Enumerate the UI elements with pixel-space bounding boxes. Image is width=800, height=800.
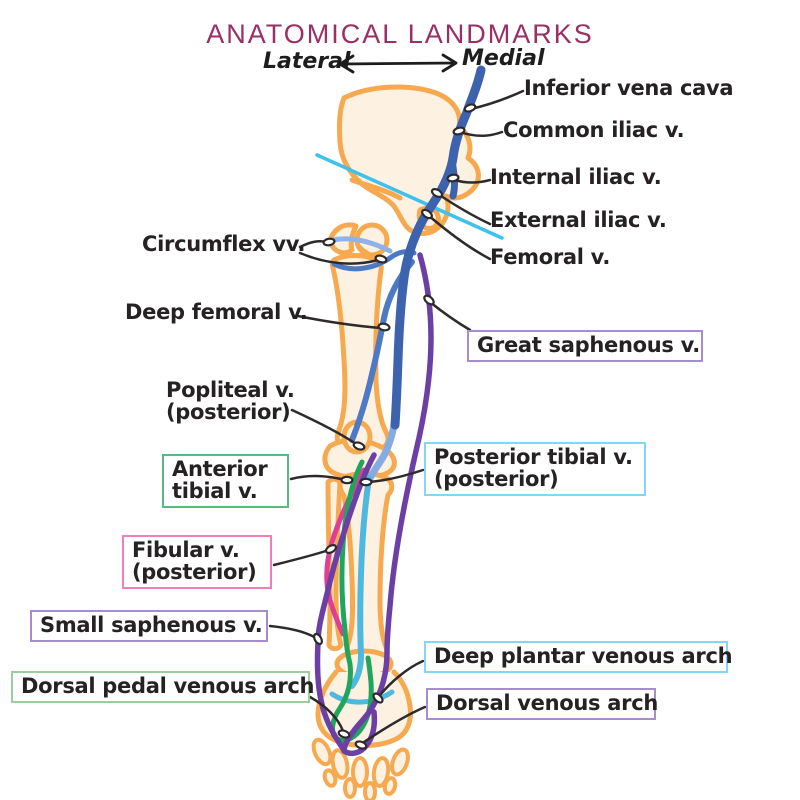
pin-circumflex-a [322, 237, 336, 247]
vein-deep-femoral [349, 259, 415, 443]
label-inferior-vena-cava: Inferior vena cava [524, 76, 734, 100]
pin-internal-iliac [446, 173, 460, 183]
pin-posterior-tibial [359, 477, 373, 487]
vein-deep-plantar-arch [329, 689, 395, 705]
pin-circumflex-b [374, 254, 388, 264]
leader-external-iliac [436, 192, 492, 226]
orientation-label-lateral: Lateral [263, 49, 351, 74]
leader-deep-plantar [378, 659, 425, 697]
label-posterior-tibial: Posterior tibial v. (posterior) [424, 442, 646, 496]
pin-external-iliac [430, 187, 444, 199]
label-small-saphenous: Small saphenous v. [30, 610, 268, 642]
vein-dorsal-venous-arch [341, 709, 378, 757]
page-title: ANATOMICAL LANDMARKS [206, 19, 594, 49]
leader-fibular [272, 548, 331, 567]
label-circumflex: Circumflex vv. [142, 232, 306, 256]
label-popliteal-line1: Popliteal v. [166, 378, 295, 402]
label-deep-femoral: Deep femoral v. [125, 300, 308, 324]
vein-great-saphenous [341, 252, 434, 753]
label-fibular-line1: Fibular v. [132, 538, 240, 562]
leader-dorsal-venous [362, 705, 427, 744]
pelvis-inner-line [349, 177, 403, 201]
vein-popliteal [365, 416, 399, 484]
label-internal-iliac: Internal iliac v. [490, 165, 662, 189]
label-common-iliac: Common iliac v. [503, 118, 685, 142]
pin-popliteal [352, 441, 366, 451]
leader-internal-iliac [453, 178, 492, 184]
label-anterior-tibial: Anterior tibial v. [162, 454, 289, 508]
label-dorsal-pedal: Dorsal pedal venous arch [11, 671, 314, 703]
label-posterior-tibial-line2: (posterior) [434, 467, 559, 491]
leader-small-saphenous [268, 624, 318, 640]
vein-anterior-tibial [330, 459, 374, 743]
label-fibular: Fibular v. (posterior) [122, 535, 272, 589]
label-dorsal-venous: Dorsal venous arch [426, 688, 658, 720]
lateral-medial-arrow-icon [338, 53, 458, 74]
leader-circumflex-b [298, 251, 380, 265]
vein-posterior-tibial [349, 475, 372, 689]
inguinal-ligament-line [315, 153, 504, 240]
pin-small-saphenous [312, 632, 324, 646]
label-anterior-tibial-line2: tibial v. [172, 479, 258, 503]
veins-group [314, 65, 504, 757]
pin-femoral [421, 208, 433, 220]
pin-markers-group [312, 103, 477, 750]
label-great-saphenous: Great saphenous v. [467, 330, 703, 362]
vein-ivc-iliac-femoral [390, 65, 486, 430]
label-popliteal-line2: (posterior) [166, 400, 291, 424]
pin-great-saphenous [423, 294, 435, 306]
pin-dorsal-pedal [337, 729, 351, 739]
pin-dorsal-venous [354, 740, 368, 750]
leader-common-iliac [458, 130, 504, 137]
pin-anterior-tibial [340, 475, 354, 485]
label-anterior-tibial-line1: Anterior [172, 457, 268, 481]
leader-femoral [426, 213, 492, 261]
pin-deep-femoral [377, 322, 391, 332]
leader-dorsal-pedal [308, 695, 345, 733]
leader-inferior-vena-cava [469, 89, 525, 111]
leader-deep-femoral [296, 314, 383, 330]
pin-common-iliac [452, 126, 466, 136]
label-fibular-line2: (posterior) [132, 560, 257, 584]
label-popliteal: Popliteal v. (posterior) [166, 379, 295, 423]
toe-bones [311, 737, 410, 800]
leader-great-saphenous [428, 300, 472, 332]
pin-deep-plantar [372, 692, 384, 704]
label-external-iliac: External iliac v. [490, 208, 667, 232]
pin-inferior-vena-cava [463, 103, 477, 113]
label-deep-plantar: Deep plantar venous arch [424, 641, 733, 673]
pin-fibular [324, 543, 338, 555]
label-femoral: Femoral v. [490, 245, 611, 269]
orientation-label-medial: Medial [462, 46, 545, 71]
leader-popliteal [290, 408, 358, 446]
label-posterior-tibial-line1: Posterior tibial v. [434, 445, 633, 469]
pelvis-bone [337, 84, 481, 236]
